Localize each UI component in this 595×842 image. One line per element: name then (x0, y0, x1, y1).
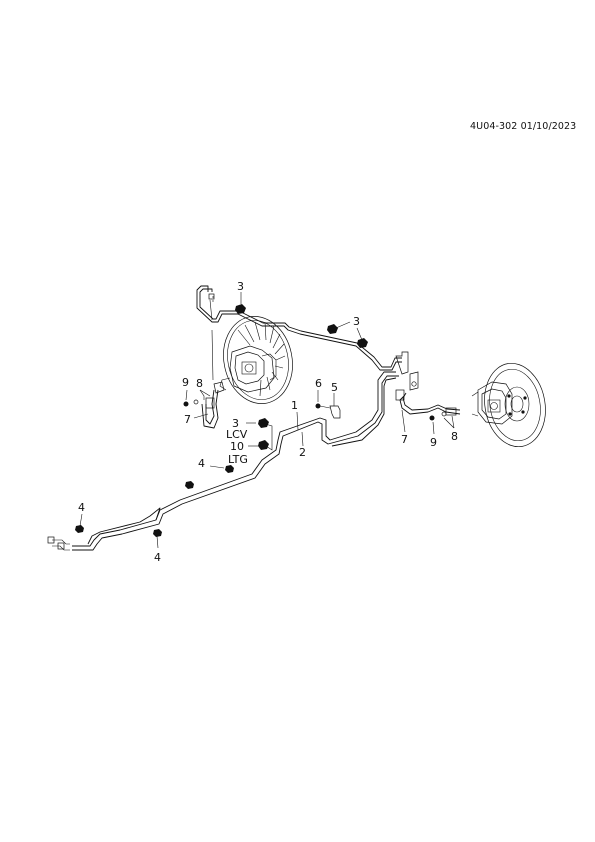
bolt-icon (315, 403, 321, 409)
callout-3: 3 (353, 315, 360, 328)
callout-9: 9 (182, 376, 189, 389)
right-brake-assembly-icon (471, 362, 546, 448)
callout-6: 6 (315, 377, 322, 390)
callout-labels: 3 3 3 LCV 10 LTG 1 2 6 5 4 9 8 7 4 4 7 9… (78, 280, 458, 564)
variant-lcv-label: LCV (226, 428, 248, 441)
clip-icon (153, 529, 162, 537)
bracket-icon (329, 405, 341, 419)
clip-icon (327, 324, 338, 334)
callout-1: 1 (291, 399, 298, 412)
bolt-icon (183, 401, 189, 407)
brake-pipe-lines (47, 285, 461, 551)
clip-icon (185, 481, 194, 489)
clip-icon (225, 465, 234, 473)
callout-3: 3 (232, 417, 239, 430)
callout-8: 8 (451, 430, 458, 443)
callout-5: 5 (331, 381, 338, 394)
leader-lines (79, 292, 455, 549)
callout-7: 7 (401, 433, 408, 446)
left-brake-assembly-icon (219, 316, 293, 404)
clip-icon (357, 338, 368, 348)
clip-icon (258, 440, 269, 450)
callout-4: 4 (78, 501, 85, 514)
callout-4: 4 (198, 457, 205, 470)
clip-icon (235, 304, 246, 314)
document-code: 4U04-302 01/10/2023 (470, 121, 577, 132)
callout-4: 4 (154, 551, 161, 564)
clip-icon (75, 525, 84, 533)
variant-ltg-label: LTG (228, 453, 248, 466)
callout-3: 3 (237, 280, 244, 293)
callout-10: 10 (230, 440, 244, 453)
callout-7: 7 (184, 413, 191, 426)
bolt-icon (429, 415, 435, 421)
callout-8: 8 (196, 377, 203, 390)
callout-9: 9 (430, 436, 437, 449)
pipe-clips (75, 304, 447, 537)
callout-2: 2 (299, 446, 306, 459)
clip-icon (258, 418, 269, 428)
